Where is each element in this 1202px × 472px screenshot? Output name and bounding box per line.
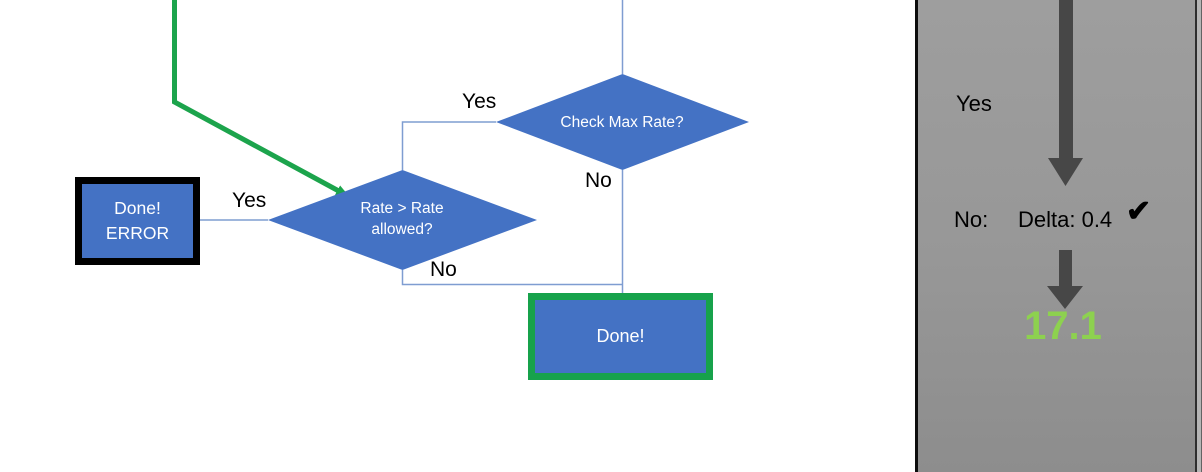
panel-right-edge	[1195, 0, 1197, 472]
panel-delta-value: Delta: 0.4	[1018, 207, 1113, 232]
panel-right-strip	[1197, 0, 1201, 472]
node-done: Done!	[528, 293, 713, 380]
edge-label-check-max-yes: Yes	[462, 90, 497, 113]
diamond-rate-allowed	[268, 170, 537, 270]
edge-label-rate-allowed-yes: Yes	[232, 189, 267, 212]
panel-arrow-down-long	[1048, 0, 1083, 186]
diamond-rate-allowed-label: Rate > Rate allowed?	[360, 200, 444, 238]
panel-no-label: No:	[954, 207, 989, 232]
diamond-check-max-rate	[496, 74, 749, 170]
node-done-error: Done! ERROR	[75, 177, 200, 265]
connector-rate-allowed-no	[401, 270, 622, 286]
panel-yes-label: Yes	[956, 91, 992, 116]
panel-arrow-down-short	[1047, 250, 1083, 309]
edge-label-rate-allowed-no: No	[430, 258, 457, 281]
edge-label-check-max-no: No	[585, 169, 612, 192]
connector-check-max-yes	[401, 121, 496, 170]
check-mark-icon: ✔	[1126, 195, 1152, 228]
green-path-arrow	[172, 0, 350, 199]
panel-divider	[915, 0, 918, 472]
side-panel	[918, 0, 1195, 472]
panel-result-value: 17.1	[1024, 304, 1102, 348]
diamond-check-max-label: Check Max Rate?	[560, 113, 684, 131]
